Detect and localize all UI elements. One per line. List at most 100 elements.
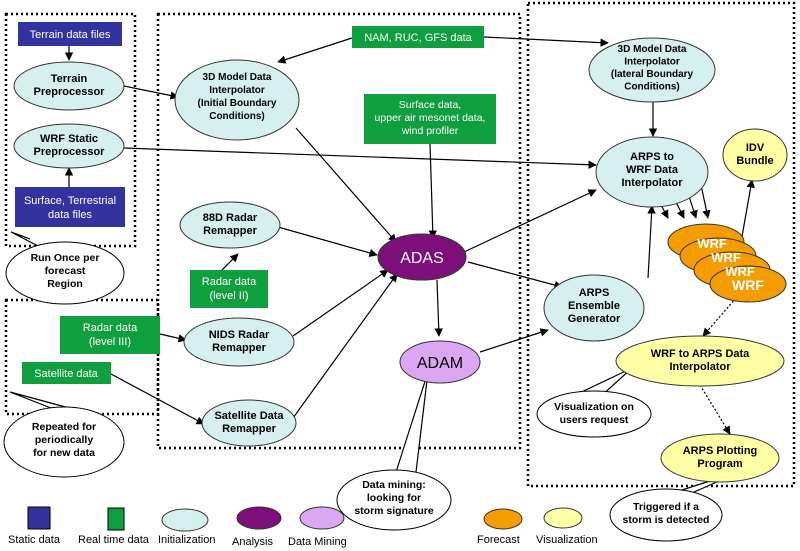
surface-terrestrial-files-box — [15, 187, 125, 227]
surface-terrestrial-files-label-line-2: data files — [48, 209, 93, 221]
callouts — [3, 241, 723, 542]
radar-level2-label-line-1: Radar data — [202, 276, 257, 288]
nids-radar-remapper-node — [183, 317, 295, 367]
initial-boundary-interpolator-label-line-1: 3D Model Data — [203, 72, 272, 83]
satellite-data-box — [22, 362, 111, 384]
arrow-nam-to-initial-interp — [277, 37, 353, 64]
surface-terrestrial-files-label: Surface, Terrestrial data files — [24, 195, 116, 221]
callout-repeated — [3, 406, 125, 478]
callout-run-once-label-line-1: Run Once per — [31, 252, 100, 264]
wrf-static-preprocessor-label-line-1: WRF Static — [40, 133, 98, 145]
surface-data-label-line-1: Surface data, — [399, 99, 461, 111]
arps-plotting-program-label-line-1: ARPS Plotting — [683, 445, 758, 457]
lateral-boundary-interpolator-label-line-3: (lateral Boundary — [611, 69, 694, 80]
legend-forecast-swatch — [483, 508, 523, 530]
arrow-sat-remap-to-adas — [292, 273, 398, 419]
arps-ensemble-generator-label-line-1: ARPS — [579, 287, 610, 299]
surface-data-label-line-3: wind profiler — [401, 125, 459, 137]
adas-label: ADAS — [400, 250, 444, 267]
region-analysis — [156, 12, 522, 450]
callout-visualization-request-label-line-2: users request — [560, 414, 629, 426]
radar-level3-box — [60, 316, 160, 354]
region-forecast — [526, 1, 796, 488]
arrow-wrf-to-wrf-arps — [702, 297, 737, 337]
radar-88d-remapper-node — [179, 201, 281, 249]
arrow-radar3-to-nids — [159, 333, 187, 343]
callout-visualization-request-label-line-1: Visualization on — [554, 401, 634, 413]
arps-ensemble-generator-node — [543, 274, 645, 342]
idv-bundle-label-line-1: IDV — [746, 142, 765, 154]
legend-forecast-label: Forecast — [477, 534, 520, 546]
satellite-data-remapper-node — [201, 399, 297, 447]
legend-realtime-label: Real time data — [78, 534, 150, 546]
adam-node — [399, 340, 481, 384]
arps-plotting-program-label-line-2: Program — [697, 458, 742, 470]
arps-ensemble-generator-label-line-2: Ensemble — [568, 300, 620, 312]
radar-level3-label: Radar data(level III) — [83, 322, 138, 348]
arrow-radar2-to-88d — [221, 253, 239, 271]
wrf-to-arps-interpolator-label-line-1: WRF to ARPS Data — [651, 348, 750, 360]
wrf-ensemble-member-3-label: WRF — [725, 264, 755, 279]
wrf-to-arps-interpolator-label-line-2: Interpolator — [669, 361, 731, 373]
arrow-ensemble-to-arps-wrf — [647, 205, 656, 279]
wrf-static-preprocessor-label-line-2: Preprocessor — [34, 146, 106, 158]
legend-visualization-swatch — [543, 507, 583, 529]
nids-radar-remapper-label-line-2: Remapper — [212, 342, 267, 354]
radar-88d-remapper-label-line-2: Remapper — [203, 225, 258, 237]
legend-mining-swatch — [299, 506, 345, 530]
arrow-surface-to-adas — [428, 143, 437, 239]
wrf-ensemble-member-2-label: WRF — [711, 250, 741, 265]
visualization-nodes — [615, 128, 788, 483]
arps-plotting-program-node — [660, 433, 780, 483]
radar-level2-label-line-2: (level II) — [209, 290, 248, 302]
callout-run-once-label-line-3: Region — [47, 278, 83, 290]
legend-static-swatch — [27, 506, 51, 530]
callout-data-mining-label-line-3: storm signature — [354, 505, 434, 517]
wrf-forecast-stack — [667, 223, 787, 303]
callout-pointer-run-once — [10, 231, 41, 248]
arrow-nids-to-adas — [292, 269, 389, 337]
callout-triggered — [609, 488, 723, 542]
legend-visualization-label: Visualization — [536, 534, 598, 546]
satellite-data-remapper-label-line-2: Remapper — [222, 423, 277, 435]
callout-repeated-label-line-2: periodically — [35, 434, 94, 446]
arrow-wrf-static-to-arps-wrf — [123, 147, 597, 169]
arrow-satellite-to-sat-remap — [110, 373, 205, 425]
init-nodes — [13, 37, 716, 447]
wrf-ensemble-member-4-label: WRF — [732, 277, 764, 293]
adam-label: ADAM — [417, 355, 463, 372]
arrow-adas-to-arps-wrf — [463, 189, 597, 253]
radar-88d-remapper-label-line-1: 88D Radar — [203, 212, 258, 224]
satellite-data-label: Satellite data — [34, 368, 98, 380]
radar-level3-label-line-2: (level III) — [89, 336, 131, 348]
wrf-static-preprocessor-node — [13, 123, 125, 169]
terrain-data-files-label: Terrain data files — [30, 29, 111, 41]
callout-data-mining — [336, 469, 452, 531]
surface-data-label: Surface data,upper air mesonet data,wind… — [375, 99, 486, 137]
wrf-to-arps-interpolator-node — [615, 335, 785, 387]
idv-bundle-label-line-2: Bundle — [736, 155, 773, 167]
callout-triggered-label-line-1: Triggered if a — [633, 501, 699, 513]
surface-terrestrial-files-label-line-1: Surface, Terrestrial — [24, 195, 116, 207]
legend-init-swatch — [161, 508, 209, 532]
arrow-adas-to-ensemble — [467, 261, 563, 290]
wrf-ensemble-member-4 — [709, 265, 787, 303]
initial-boundary-interpolator-label-line-4: Conditions) — [209, 111, 265, 122]
surface-data-box — [364, 94, 496, 144]
callout-repeated-label-line-1: Repeated for — [32, 421, 96, 433]
callout-triggered-label-line-2: storm is detected — [623, 514, 710, 526]
legend-realtime-swatch — [107, 507, 125, 531]
callout-data-mining-label-line-2: looking for — [367, 492, 421, 504]
